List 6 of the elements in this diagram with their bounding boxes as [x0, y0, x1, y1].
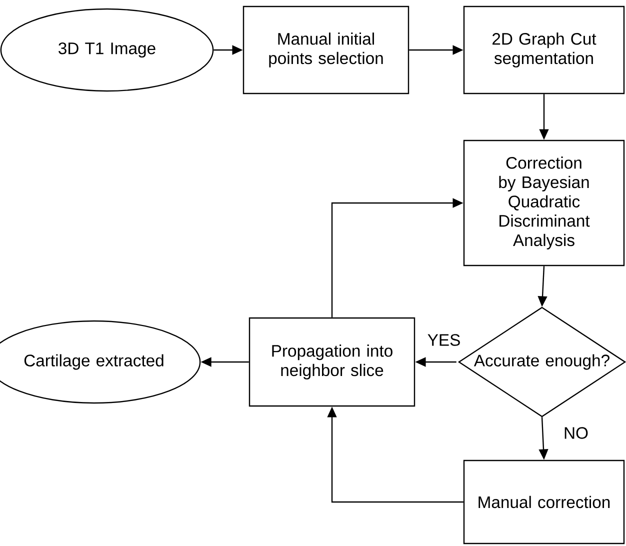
- process-box: Propagation into neighbor slice: [248, 317, 416, 407]
- process-box: Manual initial points selection: [242, 6, 410, 94]
- process-box: 2D Graph Cut segmentation: [463, 6, 625, 94]
- process-box: Manual correction: [463, 460, 625, 544]
- process-box: Correction by Bayesian Quadratic Discriminant Analysis: [463, 140, 625, 266]
- edge-label: NO: [562, 426, 590, 440]
